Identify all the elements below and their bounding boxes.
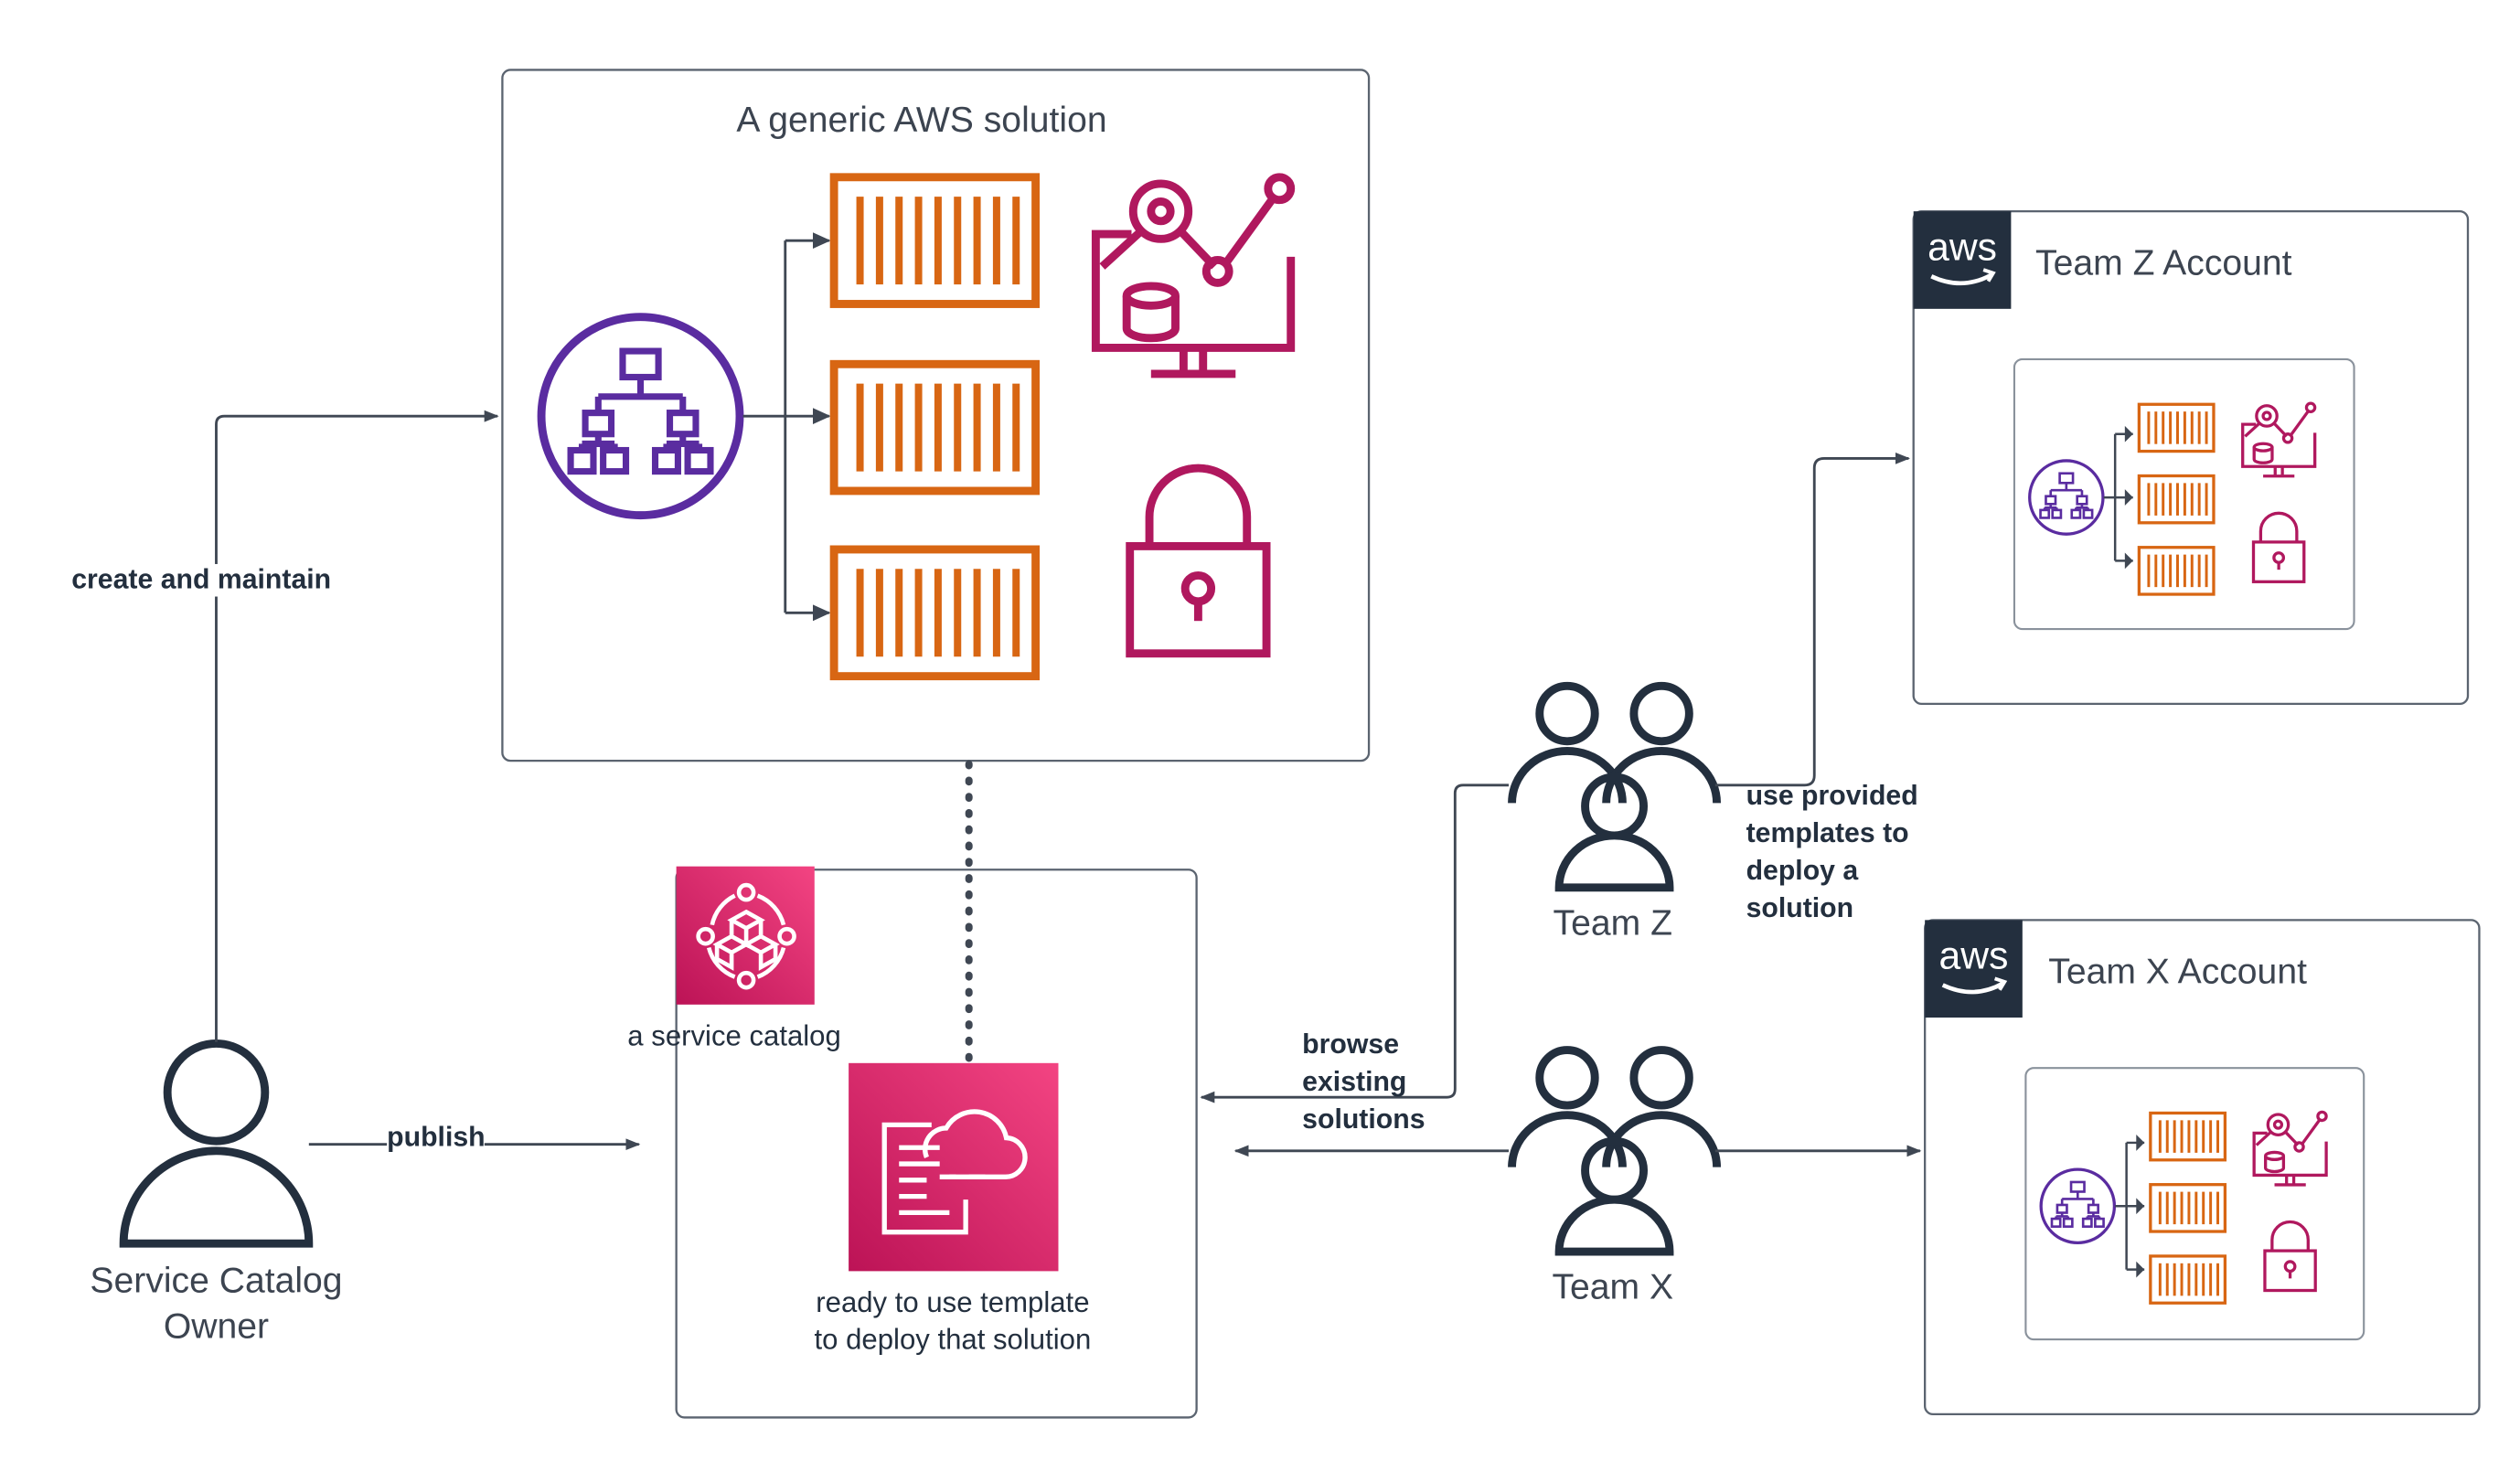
- lb-fanout-connector: [742, 239, 829, 614]
- owner-label-line2: Owner: [163, 1305, 270, 1347]
- solution-box: [501, 69, 1371, 762]
- template-label-line2: to deploy that solution: [814, 1323, 1092, 1356]
- service-catalog-icon: [676, 866, 815, 1005]
- team-z-mini-solution: [2030, 403, 2315, 594]
- browse-arrow: [1200, 783, 1509, 1103]
- use-templates-arrow: [1714, 452, 1910, 787]
- team-x-solution-box: [2024, 1067, 2365, 1341]
- team-z-account-box: [1912, 209, 2470, 706]
- user-icon: [123, 1043, 309, 1243]
- monitoring-icon: [1095, 177, 1290, 374]
- edge-label-browse-line3: solutions: [1302, 1103, 1426, 1135]
- template-label-line1: ready to use template: [816, 1285, 1090, 1318]
- edge-label-use-line1: use provided: [1746, 780, 1918, 812]
- team-x-label: Team X: [1552, 1266, 1674, 1307]
- users-group-icon: [1512, 1050, 1717, 1252]
- edge-label-publish: publish: [387, 1121, 486, 1155]
- lb-fanout-arrowheads: [813, 232, 831, 622]
- edge-label-use-line3: deploy a: [1746, 855, 1859, 887]
- load-balancer-icon: [541, 317, 740, 516]
- solution-title: A generic AWS solution: [736, 99, 1107, 140]
- aws-logo-text-z: aws: [1927, 226, 1997, 271]
- edge-label-use-line2: templates to: [1746, 817, 1909, 849]
- aws-logo-text-x: aws: [1938, 934, 2009, 979]
- team-x-account-title: Team X Account: [2048, 951, 2307, 992]
- team-z-account-title: Team Z Account: [2035, 241, 2292, 283]
- team-z-label: Team Z: [1553, 901, 1672, 943]
- owner-label-line1: Service Catalog: [90, 1259, 343, 1301]
- team-x-mini-solution: [2041, 1112, 2326, 1303]
- team-x-account-box: [1923, 919, 2481, 1416]
- container-icon: [834, 177, 1035, 304]
- catalog-box: [675, 869, 1198, 1419]
- edge-label-create-maintain: create and maintain: [71, 563, 332, 597]
- lock-icon: [1130, 468, 1266, 654]
- team-z-solution-box: [2013, 357, 2355, 631]
- container-icon: [834, 364, 1035, 491]
- edge-label-browse-line1: browse: [1302, 1029, 1400, 1061]
- create-maintain-arrow: [215, 410, 499, 1042]
- cloudformation-template-icon: [849, 1062, 1059, 1272]
- users-group-icon: [1512, 686, 1717, 887]
- edge-label-browse-line2: existing: [1302, 1066, 1407, 1098]
- edge-label-use-line4: solution: [1746, 892, 1854, 923]
- service-catalog-label: a service catalog: [627, 1018, 841, 1052]
- container-icon: [834, 549, 1035, 677]
